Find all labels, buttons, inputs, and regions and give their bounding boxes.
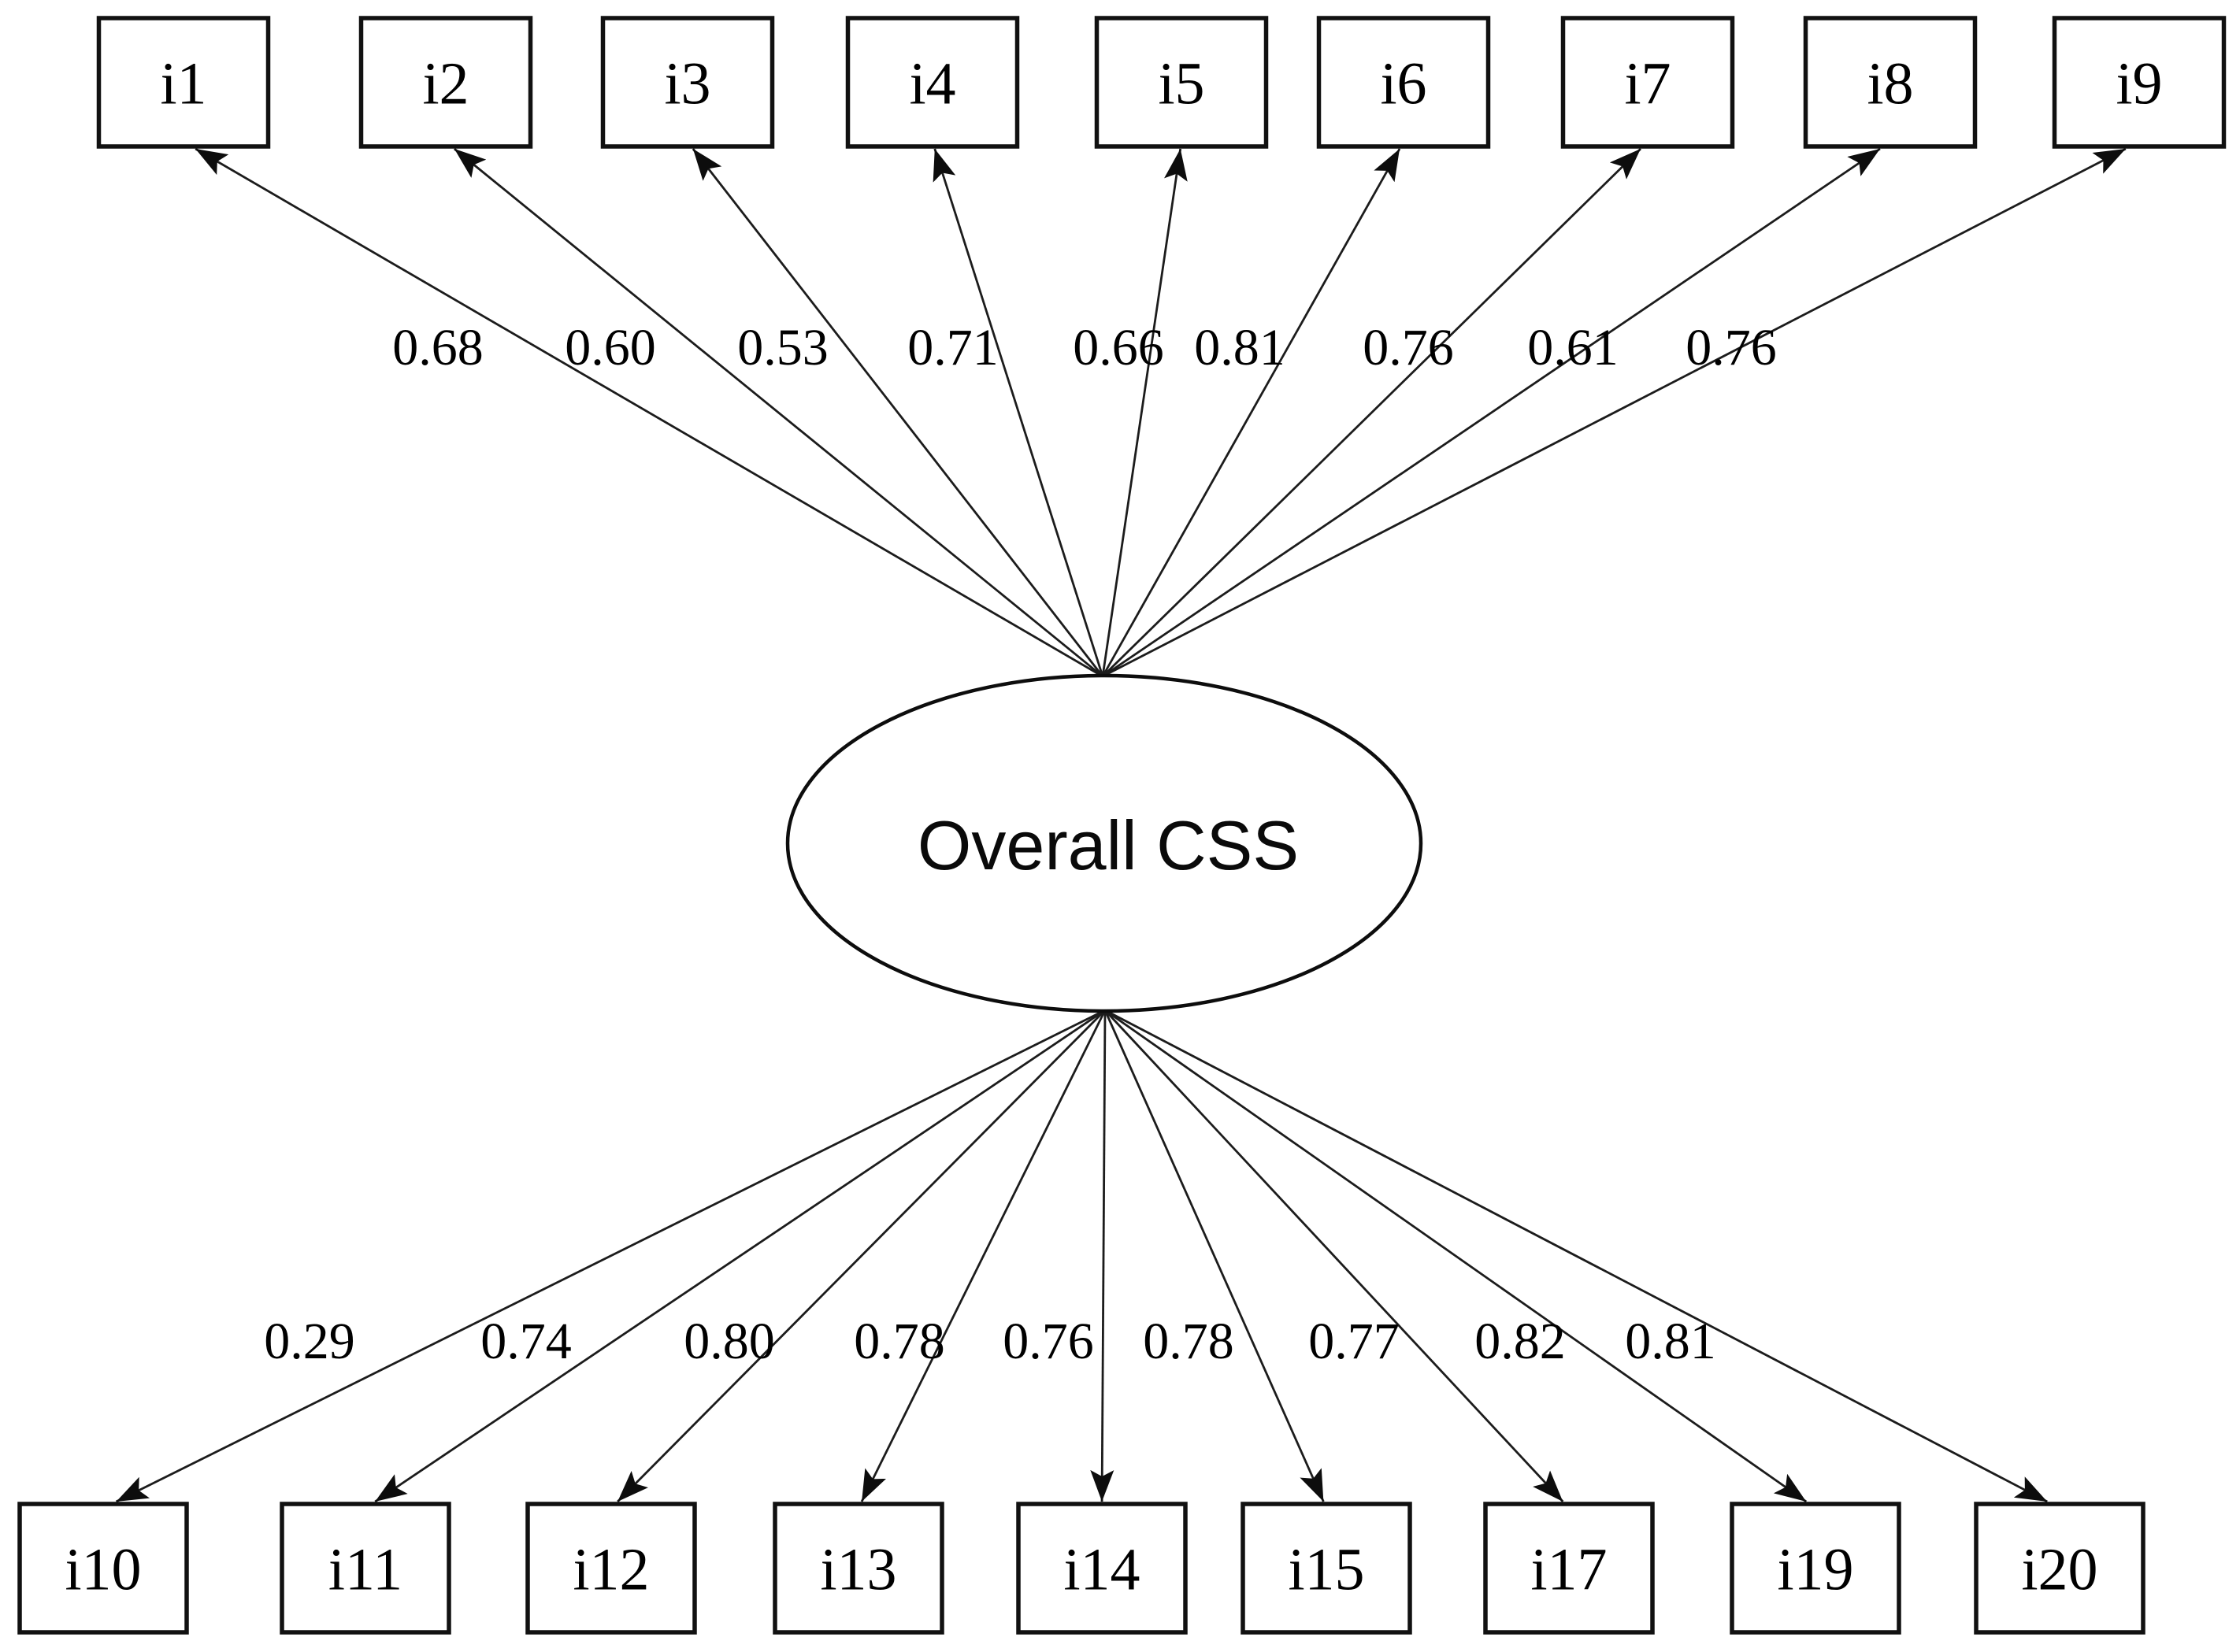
loading-value-i3: 0.53 <box>737 319 829 376</box>
indicator-label-i17: i17 <box>1530 1537 1607 1603</box>
loading-value-i13: 0.78 <box>854 1313 945 1370</box>
loading-arrow-i13 <box>860 1009 1107 1502</box>
indicator-label-i4: i4 <box>909 51 955 117</box>
indicator-label-i10: i10 <box>65 1537 141 1603</box>
indicator-label-i9: i9 <box>2116 51 2162 117</box>
loading-value-i2: 0.60 <box>565 319 656 376</box>
indicator-boxes: i1 i2 i3 i4 i5 i6 i7 i8 i9 i10 i11 i12 i13 i14 i15 i17 i… <box>17 16 2227 1635</box>
loading-value-i5: 0.66 <box>1073 319 1164 376</box>
loading-value-i12: 0.80 <box>684 1313 775 1370</box>
indicator-label-i19: i19 <box>1777 1537 1853 1603</box>
loading-value-i8: 0.61 <box>1527 319 1619 376</box>
loading-arrow-i4 <box>933 148 1104 677</box>
indicator-box-i2 <box>358 16 533 149</box>
loading-arrow-i10 <box>115 1009 1106 1503</box>
loading-value-i1: 0.68 <box>392 319 484 376</box>
indicator-box-i8 <box>1803 16 1978 149</box>
indicator-box-i11 <box>280 1502 451 1635</box>
loading-value-i6: 0.81 <box>1194 319 1285 376</box>
loading-arrow-i15 <box>1103 1009 1325 1502</box>
loading-arrow-i2 <box>453 147 1103 678</box>
indicator-box-i20 <box>1974 1502 2145 1635</box>
indicator-label-i20: i20 <box>2021 1537 2097 1603</box>
indicator-box-i10 <box>17 1502 189 1635</box>
indicator-box-i4 <box>845 16 1020 149</box>
loading-value-i10: 0.29 <box>264 1313 355 1370</box>
loading-arrow-i14 <box>1090 1009 1114 1502</box>
loading-arrow-i19 <box>1104 1009 1808 1503</box>
indicator-box-i17 <box>1483 1502 1655 1635</box>
indicator-label-i7: i7 <box>1624 51 1671 117</box>
loading-arrow-i7 <box>1102 148 1641 677</box>
loading-value-labels: 0.68 0.60 0.53 0.71 0.66 0.81 0.76 0.61 0.76 0.29… <box>264 319 1777 1370</box>
loading-arrow-i9 <box>1102 147 2127 678</box>
loading-value-i19: 0.82 <box>1474 1313 1566 1370</box>
loading-value-i17: 0.77 <box>1308 1313 1400 1370</box>
loading-value-i14: 0.76 <box>1003 1313 1094 1370</box>
indicator-box-i5 <box>1094 16 1269 149</box>
latent-variable-label: Overall CSS <box>918 806 1299 884</box>
loading-value-i11: 0.74 <box>480 1313 572 1370</box>
indicator-box-i13 <box>773 1502 944 1635</box>
loading-value-i7: 0.76 <box>1363 319 1454 376</box>
indicator-box-i1 <box>96 16 271 149</box>
latent-variable-ellipse <box>785 673 1423 1013</box>
indicator-box-i6 <box>1316 16 1491 149</box>
loading-arrow-i11 <box>374 1009 1106 1503</box>
loading-value-i15: 0.78 <box>1143 1313 1234 1370</box>
indicator-label-i1: i1 <box>160 51 206 117</box>
indicator-box-i15 <box>1241 1502 1412 1635</box>
indicator-label-i15: i15 <box>1288 1537 1364 1603</box>
indicator-label-i11: i11 <box>328 1537 402 1603</box>
loading-arrow-i12 <box>617 1009 1106 1502</box>
loading-value-i4: 0.71 <box>907 319 999 376</box>
indicator-label-i3: i3 <box>664 51 710 117</box>
loading-value-i20: 0.81 <box>1625 1313 1716 1370</box>
loading-arrow-i6 <box>1101 148 1401 677</box>
loading-arrow-i20 <box>1104 1009 2048 1503</box>
loading-arrow-i3 <box>692 148 1104 677</box>
loading-arrow-i5 <box>1101 148 1188 677</box>
indicator-label-i8: i8 <box>1867 51 1913 117</box>
indicator-box-i7 <box>1560 16 1735 149</box>
indicator-label-i6: i6 <box>1380 51 1426 117</box>
indicator-box-i3 <box>600 16 775 149</box>
loading-arrow-i8 <box>1102 147 1881 678</box>
indicator-box-i19 <box>1730 1502 1901 1635</box>
indicator-box-i9 <box>2052 16 2227 149</box>
loading-arrow-i17 <box>1103 1009 1564 1502</box>
indicator-label-i5: i5 <box>1158 51 1204 117</box>
indicator-box-i14 <box>1016 1502 1188 1635</box>
loading-value-i9: 0.76 <box>1686 319 1777 376</box>
factor-loading-arrows <box>115 147 2127 1503</box>
indicator-label-i14: i14 <box>1063 1537 1140 1603</box>
indicator-label-i12: i12 <box>573 1537 649 1603</box>
indicator-label-i13: i13 <box>820 1537 896 1603</box>
indicator-label-i2: i2 <box>422 51 469 117</box>
indicator-box-i12 <box>525 1502 697 1635</box>
loading-arrow-i1 <box>195 147 1103 678</box>
